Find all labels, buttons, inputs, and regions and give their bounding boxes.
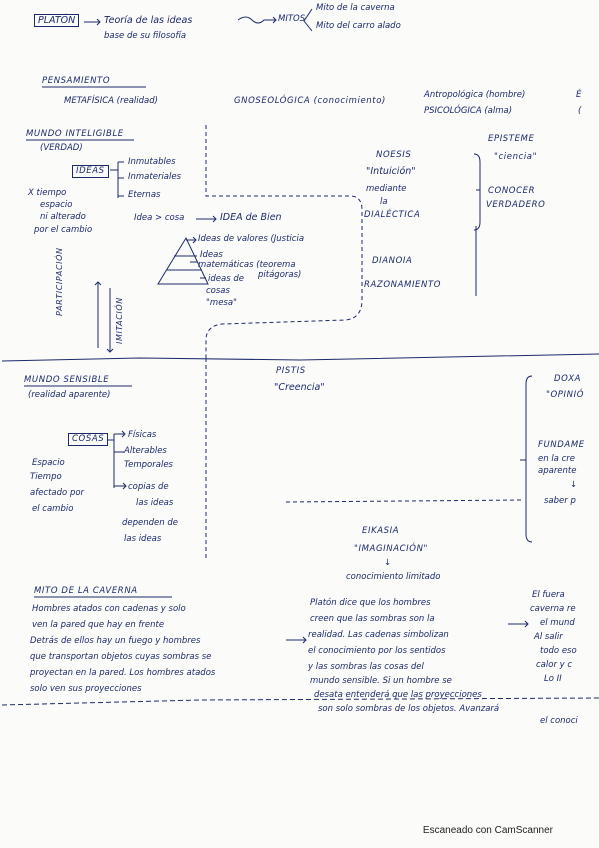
caverna-left-5: proyectan en la pared. Los hombres atado…	[30, 668, 216, 678]
caverna-right-2: caverna re	[530, 604, 576, 614]
caverna-left-1: Hombres atados con cadenas y solo	[32, 604, 186, 614]
cut-letter-1: É	[576, 90, 582, 100]
x-note-3: ni alterado	[40, 212, 86, 222]
caverna-mid-4: el conocimiento por los sentidos	[308, 646, 446, 656]
caverna-mid-3: realidad. Las cadenas simbolizan	[308, 630, 449, 640]
fundam-4: ↓	[570, 480, 578, 490]
conocimiento-limitado: conocimiento limitado	[346, 572, 441, 582]
participacion-label: PARTICIPACIÓN	[55, 247, 64, 316]
psicologica-label: PSICOLÓGICA (alma)	[424, 106, 513, 116]
doxa-label: DOXA	[554, 374, 582, 384]
cosas-box: COSAS	[68, 433, 109, 446]
teoria-ideas: Teoría de las ideas	[104, 15, 193, 26]
caverna-mid-2: creen que las sombras son la	[310, 614, 435, 624]
caverna-right-1: El fuera	[532, 590, 565, 600]
caverna-left-4: que transportan objetos cuyas sombras se	[30, 652, 212, 662]
fundam-2: en la cre	[538, 454, 575, 464]
cosa-prop-1: Físicas	[128, 430, 157, 440]
imitacion-label: IMITACIÓN	[115, 297, 124, 344]
pistis-label: PISTIS	[276, 366, 306, 376]
pyramid-pitagoras: pitágoras)	[258, 270, 302, 280]
mundo-inteligible-title: MUNDO INTELIGIBLE	[26, 129, 124, 139]
sensible-note-4: el cambio	[32, 504, 74, 514]
caverna-right-4: Al salir	[534, 632, 563, 642]
gnoseologica-label: GNOSEOLÓGICA (conocimiento)	[234, 96, 386, 106]
mediante-label: mediante	[366, 184, 407, 194]
fundam-1: FUNDAME	[538, 440, 585, 450]
caverna-mid-9: el conoci	[540, 716, 578, 726]
idea-bien: IDEA de Bien	[220, 212, 282, 223]
caverna-right-5: todo eso	[540, 646, 577, 656]
caverna-left-2: ven la pared que hay en frente	[32, 620, 165, 630]
mito-carro-label: Mito del carro alado	[316, 21, 401, 31]
ideas-box: IDEAS	[72, 165, 109, 178]
base-filosofia: base de su filosofía	[104, 31, 187, 41]
caverna-right-3: el mund	[540, 618, 575, 628]
copias-3: dependen de	[122, 518, 178, 528]
antropologica-label: Antropológica (hombre)	[424, 90, 526, 100]
intuicion-label: "Intuición"	[366, 166, 416, 177]
noesis-label: NOESIS	[376, 150, 412, 160]
pyramid-valores: Ideas de valores (Justicia	[198, 234, 305, 244]
idea-cosa: Idea > cosa	[134, 213, 185, 223]
x-note-1: X tiempo	[28, 188, 67, 198]
metafisica-label: METAFÍSICA (realidad)	[64, 96, 158, 106]
pyramid-mesa: "mesa"	[206, 298, 237, 308]
platon-box: PLATÓN	[34, 14, 80, 27]
sensible-note-1: Espacio	[32, 458, 65, 468]
sensible-note-3: afectado por	[30, 488, 85, 498]
conocer-label: CONOCER	[488, 186, 536, 196]
cosa-prop-3: Temporales	[124, 460, 173, 470]
caverna-title: MITO DE LA CAVERNA	[34, 586, 138, 596]
realidad-aparente: (realidad aparente)	[28, 390, 111, 400]
mito-caverna-label: Mito de la caverna	[316, 3, 395, 13]
down-arrow: ↓	[384, 558, 392, 568]
caverna-right-7: Lo II	[544, 674, 562, 684]
caverna-left-3: Detrás de ellos hay un fuego y hombres	[30, 636, 201, 646]
creencia-label: "Creencia"	[274, 382, 325, 393]
dialectica-label: DIALÉCTICA	[364, 210, 421, 220]
camscanner-footer: Escaneado con CamScanner	[422, 825, 553, 836]
sensible-note-2: Tiempo	[30, 472, 62, 482]
pyramid-ideas: Ideas	[200, 250, 223, 260]
caverna-mid-6: mundo sensible. Si un hombre se	[310, 676, 452, 686]
razonamiento-label: RAZONAMIENTO	[364, 280, 442, 290]
copias-1: copias de	[128, 482, 169, 492]
idea-prop-2: Inmateriales	[128, 172, 182, 182]
idea-prop-3: Eternas	[128, 190, 161, 200]
copias-2: las ideas	[136, 498, 174, 508]
verdadero-label: VERDADERO	[486, 200, 546, 210]
pyramid-ideas-de: ideas de	[208, 274, 244, 284]
caverna-right-6: calor y c	[536, 660, 573, 670]
opinion-label: "OPINIÓ	[546, 390, 584, 400]
pensamiento-title: PENSAMIENTO	[42, 76, 111, 86]
cosa-prop-2: Alterables	[124, 446, 167, 456]
mitos-label: MITOS	[278, 14, 306, 24]
dianoia-label: DIANOIA	[372, 256, 413, 266]
fundam-5: saber p	[544, 496, 576, 506]
mundo-sensible-title: MUNDO SENSIBLE	[24, 375, 110, 385]
imaginacion-label: "IMAGINACIÓN"	[354, 544, 429, 554]
ciencia-label: "ciencia"	[494, 152, 538, 162]
pyramid-matematicas: matemáticas (teorema	[198, 260, 296, 270]
cut-letter-2: (	[578, 106, 582, 116]
caverna-mid-5: y las sombras las cosas del	[308, 662, 424, 672]
la-label: la	[380, 197, 388, 207]
x-note-2: espacio	[40, 200, 73, 210]
verdad-label: (VERDAD)	[40, 143, 83, 153]
eikasia-label: EIKASIA	[362, 526, 400, 536]
caverna-left-6: solo ven sus proyecciones	[30, 684, 142, 694]
fundam-3: aparente	[538, 466, 577, 476]
caverna-mid-8: son solo sombras de los objetos. Avanzar…	[318, 704, 500, 714]
x-note-4: por el cambio	[34, 225, 93, 235]
caverna-mid-1: Platón dice que los hombres	[310, 598, 431, 608]
pyramid-cosas: cosas	[206, 286, 230, 296]
caverna-mid-7: desata entenderá que las proyecciones	[314, 690, 482, 700]
copias-4: las ideas	[124, 534, 162, 544]
idea-prop-1: Inmutables	[128, 157, 176, 167]
episteme-label: EPISTEME	[488, 134, 535, 144]
